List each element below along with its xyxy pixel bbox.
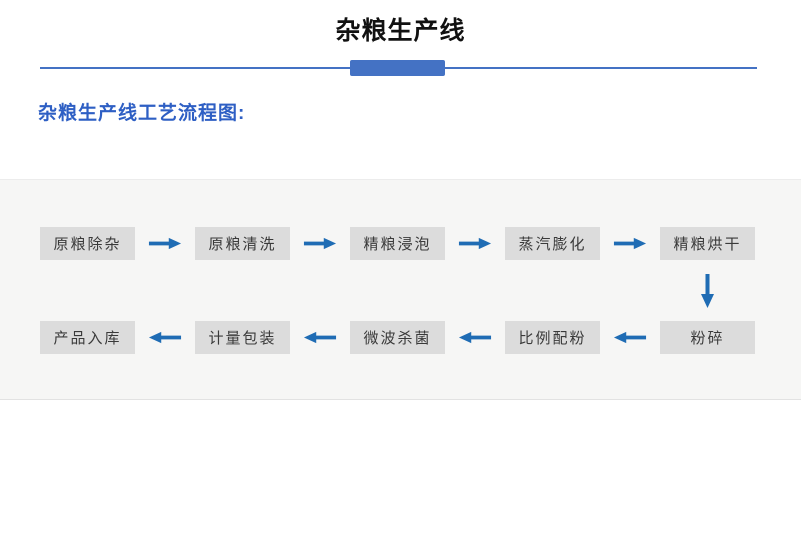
- flow-step-crushing: 粉碎: [660, 321, 755, 354]
- page-title: 杂粮生产线: [335, 17, 466, 45]
- flow-step-product-warehousing: 产品入库: [40, 321, 135, 354]
- flow-step-raw-grain-cleaning-1: 原粮除杂: [40, 227, 135, 260]
- flow-row-1: 原粮除杂 原粮清洗 精粮浸泡 蒸汽膨化 精粮烘干: [40, 227, 755, 260]
- arrow-right-icon: [135, 227, 195, 260]
- flow-connector-row: [40, 260, 755, 321]
- arrow-down-icon: [660, 273, 755, 309]
- arrow-left-icon: [135, 321, 195, 354]
- arrow-left-icon: [445, 321, 505, 354]
- flow-step-microwave-sterilization: 微波杀菌: [350, 321, 445, 354]
- flowchart: 原粮除杂 原粮清洗 精粮浸泡 蒸汽膨化 精粮烘干: [40, 227, 755, 354]
- flowchart-panel: 原粮除杂 原粮清洗 精粮浸泡 蒸汽膨化 精粮烘干: [0, 179, 801, 400]
- arrow-left-icon: [600, 321, 660, 354]
- flow-step-metering-packaging: 计量包装: [195, 321, 290, 354]
- flow-step-proportional-blending: 比例配粉: [505, 321, 600, 354]
- page: 杂粮生产线 杂粮生产线工艺流程图: 原粮除杂 原粮清洗 精粮浸泡 蒸汽膨化: [0, 14, 801, 553]
- arrow-right-icon: [600, 227, 660, 260]
- title-divider: [0, 60, 801, 76]
- section-title: 杂粮生产线工艺流程图:: [38, 103, 246, 124]
- flow-step-raw-grain-washing: 原粮清洗: [195, 227, 290, 260]
- flow-row-2: 产品入库 计量包装 微波杀菌 比例配粉 粉碎: [40, 321, 755, 354]
- flow-step-steam-puffing: 蒸汽膨化: [505, 227, 600, 260]
- flow-step-grain-soaking: 精粮浸泡: [350, 227, 445, 260]
- arrow-right-icon: [445, 227, 505, 260]
- divider-accent-bar: [350, 60, 445, 76]
- flow-step-grain-drying: 精粮烘干: [660, 227, 755, 260]
- arrow-right-icon: [290, 227, 350, 260]
- arrow-left-icon: [290, 321, 350, 354]
